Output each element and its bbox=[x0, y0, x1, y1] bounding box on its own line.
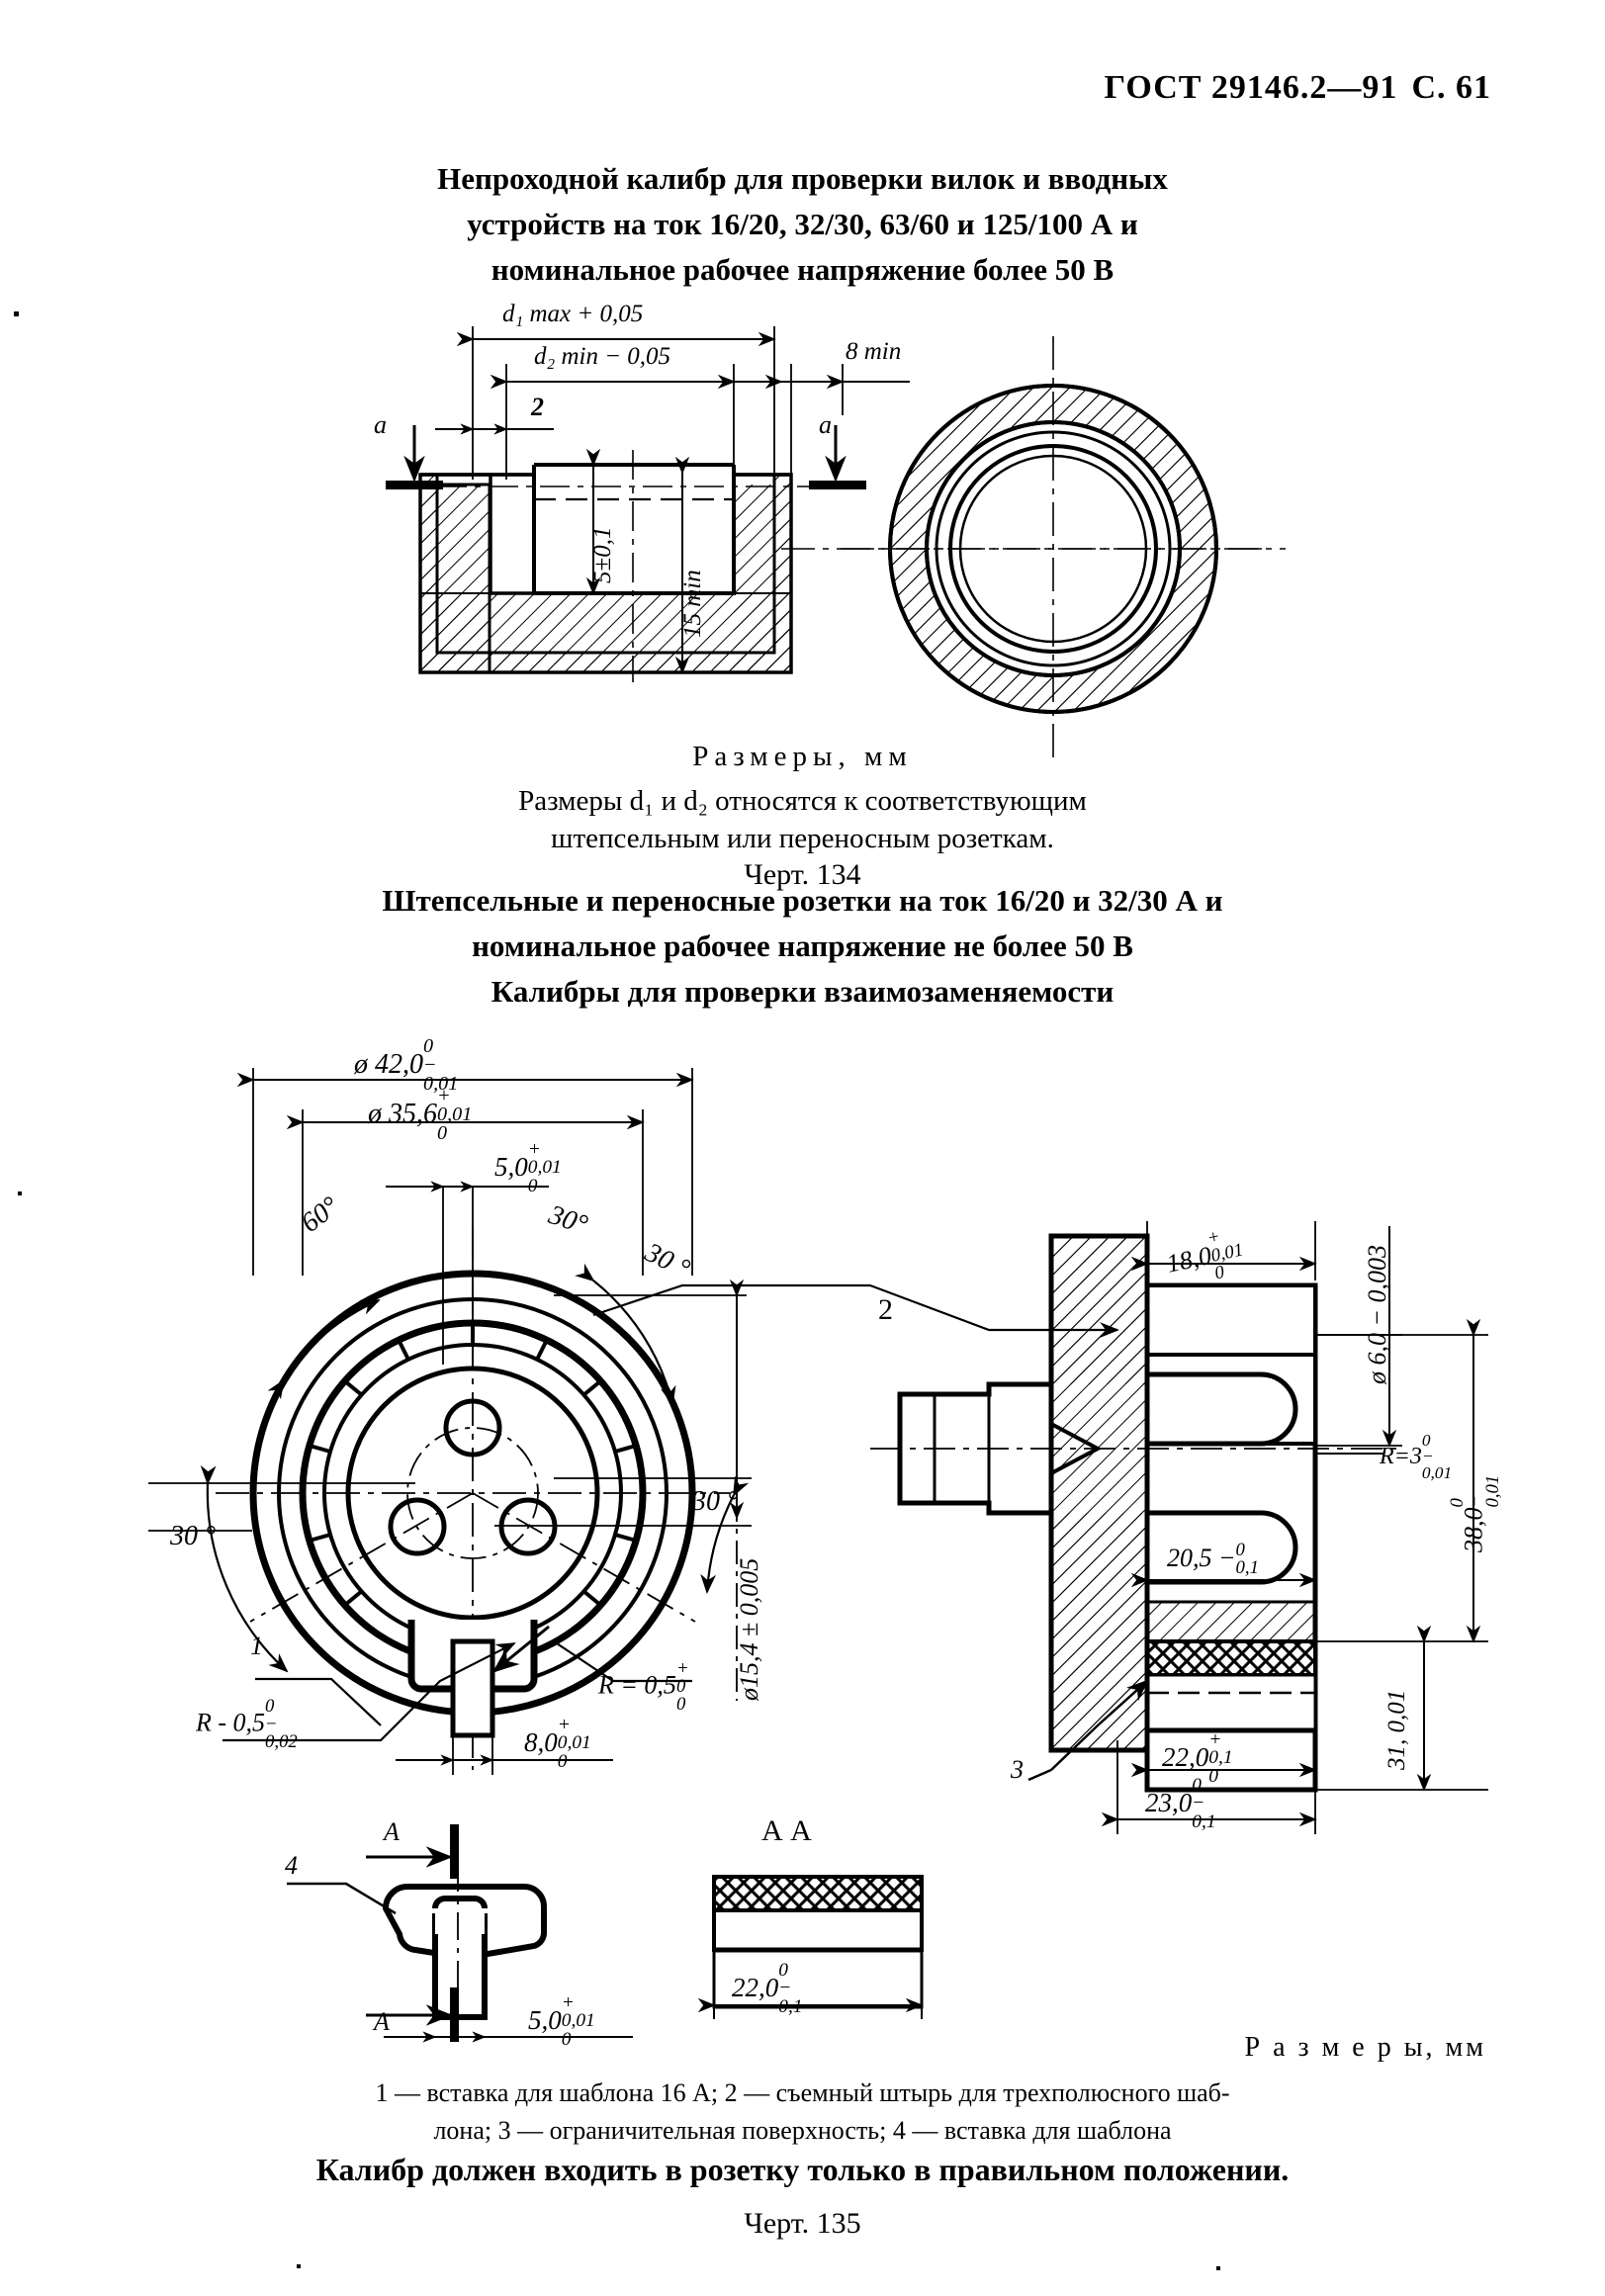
title1-line2: устройств на ток 16/20, 32/30, 63/60 и 1… bbox=[467, 207, 1138, 241]
scan-speck bbox=[18, 1192, 22, 1195]
units-note-134: Размеры, мм bbox=[692, 741, 913, 772]
figure-135-caption: Черт. 135 bbox=[744, 2207, 861, 2240]
title2-line3: Калибры для проверки взаимозаменяемости bbox=[490, 974, 1115, 1009]
title-block-1: Непроходной калибр для проверки вилок и … bbox=[0, 156, 1605, 293]
title2-line1: Штепсельные и переносные розетки на ток … bbox=[382, 883, 1223, 918]
scan-speck bbox=[1216, 2266, 1220, 2270]
title1-line3: номинальное рабочее напряжение более 50 … bbox=[490, 252, 1115, 287]
page-header: ГОСТ 29146.2—91 С. 61 bbox=[1105, 69, 1491, 107]
angle-60: 60° bbox=[295, 1191, 345, 1239]
note-134-line2: штепсельным или переносным розеткам. bbox=[551, 823, 1054, 854]
page-label: С. bbox=[1411, 69, 1447, 106]
section-mark-a-left: а bbox=[374, 410, 387, 439]
note-134-line1: Размеры d₁ и d₂ относятся к соответствую… bbox=[518, 785, 1087, 817]
standard-number: ГОСТ 29146.2—91 bbox=[1104, 69, 1398, 106]
scan-speck bbox=[297, 2264, 301, 2268]
legend-line2: лона; 3 — ограничительная поверхность; 4… bbox=[433, 2116, 1172, 2145]
title2-line2: номинальное рабочее напряжение не более … bbox=[472, 928, 1133, 963]
callout-1: 1 bbox=[250, 1632, 263, 1660]
scan-speck bbox=[14, 311, 19, 316]
section-AA-title: А А bbox=[761, 1814, 812, 1847]
dim-d154: ø15,4 ± 0,005 bbox=[735, 1557, 763, 1701]
angle-30-right: 30 ° bbox=[692, 1486, 739, 1517]
dim-d1max: d₁ max + 0,05 bbox=[502, 301, 644, 327]
callout-3: 3 bbox=[1011, 1755, 1024, 1784]
title1-line1: Непроходной калибр для проверки вилок и … bbox=[437, 161, 1168, 196]
units-note-135: Р а з м е р ы, мм bbox=[1244, 2032, 1486, 2063]
dim-d2min: d₂ min − 0,05 bbox=[534, 343, 671, 370]
callout-2: 2 bbox=[878, 1293, 893, 1326]
angle-30-left: 30 ° bbox=[170, 1521, 217, 1551]
dim-31: 31, 0,01 bbox=[1383, 1689, 1410, 1770]
dim-15min: 15 min bbox=[679, 570, 706, 638]
angle-30-upper-right: 30 ° bbox=[640, 1237, 695, 1285]
callout-4: 4 bbox=[285, 1851, 298, 1880]
dim-5pm01: 5±0,1 bbox=[589, 526, 616, 583]
section-mark-A-bottom: А bbox=[374, 2007, 390, 2036]
section-mark-A-top: А bbox=[384, 1817, 400, 1846]
title-block-2: Штепсельные и переносные розетки на ток … bbox=[0, 878, 1605, 1015]
legend-line1: 1 — вставка для шаблона 16 А; 2 — съемны… bbox=[375, 2078, 1230, 2107]
statement-line: Калибр должен входить в розетку только в… bbox=[315, 2152, 1290, 2187]
angle-30-top: 30° bbox=[545, 1199, 591, 1241]
section-mark-a-right: а bbox=[819, 410, 832, 439]
dim-8min: 8 min bbox=[846, 338, 902, 365]
dim-2: 2 bbox=[531, 393, 544, 421]
figure-134-caption: Черт. 134 bbox=[744, 858, 861, 891]
page-number: 61 bbox=[1456, 69, 1491, 106]
dim-d60: ø 6,0 − 0,003 bbox=[1363, 1244, 1391, 1384]
